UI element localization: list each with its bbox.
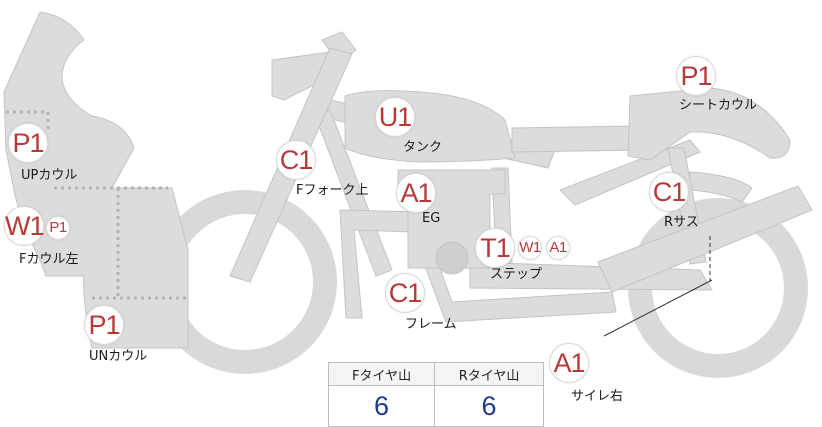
- f-fork-top-label: Fフォーク上: [296, 183, 369, 198]
- up-cowl-grade-badge: P1: [8, 123, 48, 163]
- tank-grade-badge: U1: [375, 97, 415, 137]
- seat-cowl-shape: [627, 87, 791, 161]
- r-suspension-grade-badge: C1: [649, 172, 689, 212]
- tank-label: タンク: [403, 140, 443, 155]
- frame-grade-badge: C1: [385, 273, 425, 313]
- engine-cover: [435, 241, 469, 275]
- silencer-leader-line: [603, 279, 713, 337]
- un-cowl-label: UNカウル: [89, 349, 148, 364]
- step-grade2-badge: W1: [518, 236, 542, 260]
- seat-cowl-label: シートカウル: [679, 98, 758, 113]
- un-cowl-grade-badge: P1: [84, 305, 124, 345]
- frame-label: フレーム: [405, 317, 457, 332]
- f-cowl-left-grade-badge: W1: [4, 206, 45, 246]
- tire-tread-table: Fタイヤ山 Rタイヤ山 6 6: [327, 362, 544, 427]
- front-tread-value: 6: [327, 385, 436, 427]
- f-cowl-left-grade2-badge: P1: [46, 216, 70, 240]
- exhaust-pipe: [339, 209, 617, 323]
- step-grade-badge: T1: [475, 228, 515, 268]
- rear-tread-header: Rタイヤ山: [434, 362, 544, 386]
- rear-tread-value: 6: [434, 385, 544, 427]
- fairing: [3, 11, 189, 349]
- silencer-right-grade-badge: A1: [549, 343, 589, 383]
- r-suspension-label: Rサス: [664, 215, 699, 230]
- tail-rail: [511, 125, 641, 153]
- rear-fender: [689, 171, 753, 203]
- step-label: ステップ: [490, 267, 543, 282]
- fairing-dotted-lines: [6, 110, 188, 300]
- engine-grade-badge: A1: [396, 173, 436, 213]
- front-tread-header: Fタイヤ山: [327, 362, 436, 386]
- step-grade3-badge: A1: [546, 236, 570, 260]
- silencer: [597, 185, 813, 293]
- f-cowl-left-label: Fカウル左: [19, 252, 79, 267]
- f-fork-top-grade-badge: C1: [276, 140, 316, 180]
- silencer-right-label: サイレ右: [571, 389, 624, 404]
- engine-label: EG: [422, 211, 441, 226]
- seat-cowl-grade-badge: P1: [676, 56, 716, 96]
- front-wheel: [153, 190, 337, 374]
- up-cowl-label: UPカウル: [21, 168, 78, 183]
